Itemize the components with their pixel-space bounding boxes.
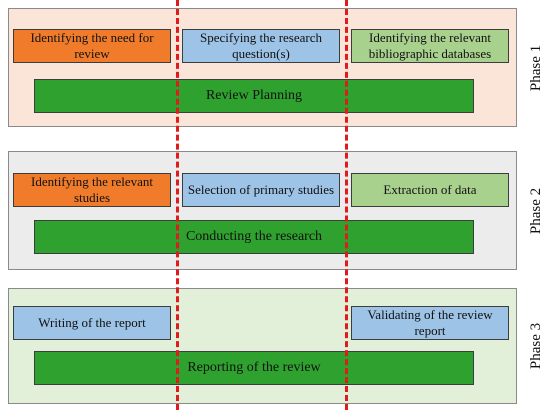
step-writing-report: Writing of the report <box>13 306 171 340</box>
step-identifying-need: Identifying the need for review <box>13 29 171 63</box>
step-extraction-data: Extraction of data <box>351 173 509 207</box>
phase-3-label: Phase 3 <box>528 322 544 370</box>
step-selection-primary: Selection of primary studies <box>182 173 340 207</box>
divider-line-right <box>345 0 348 410</box>
step-specifying-question: Specifying the research question(s) <box>182 29 340 63</box>
divider-line-left <box>176 0 179 410</box>
bar-conducting-research: Conducting the research <box>34 220 474 254</box>
phase-2-label: Phase 2 <box>528 187 544 235</box>
phase-1-label: Phase 1 <box>528 44 544 92</box>
bar-reporting-review: Reporting of the review <box>34 351 474 385</box>
bar-review-planning: Review Planning <box>34 79 474 113</box>
step-validating-report: Validating of the review report <box>351 306 509 340</box>
step-identifying-studies: Identifying the relevant studies <box>13 173 171 207</box>
step-identifying-databases: Identifying the relevant bibliographic d… <box>351 29 509 63</box>
